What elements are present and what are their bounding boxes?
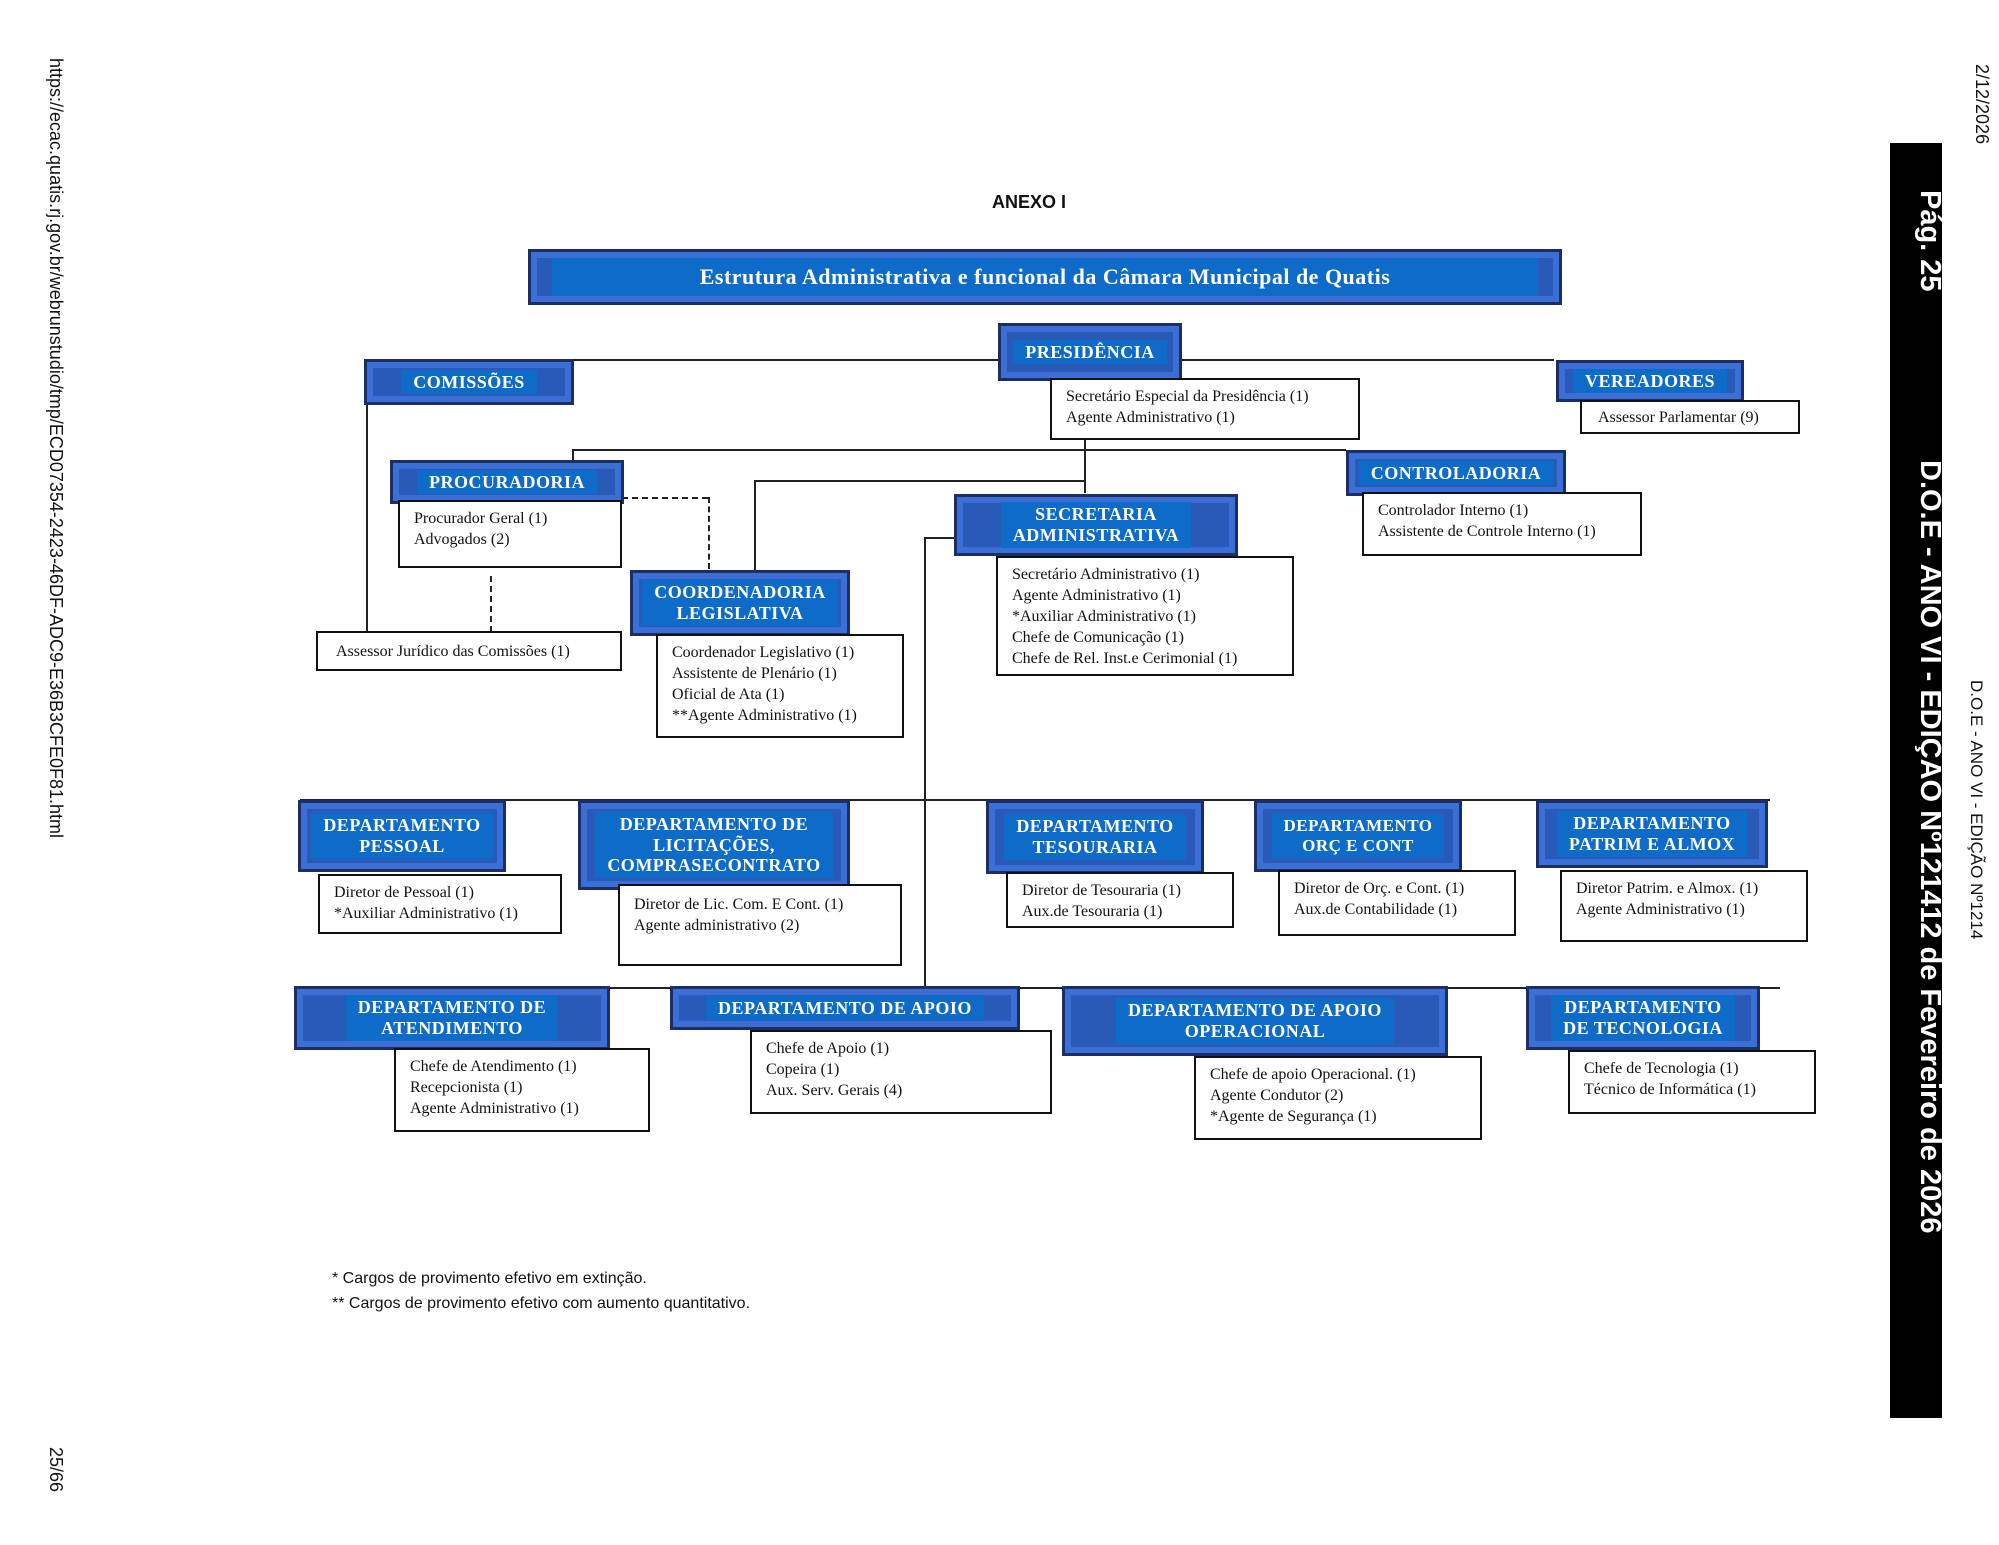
connector — [572, 449, 1346, 451]
side-bar-page: Pág. 25 — [1914, 190, 1946, 292]
unit-dep-atendimento-staff: Chefe de Atendimento (1) Recepcionista (… — [394, 1048, 650, 1132]
chart-title: Estrutura Administrativa e funcional da … — [528, 249, 1562, 305]
unit-dep-licitacoes-staff: Diretor de Lic. Com. E Cont. (1) Agente … — [618, 884, 902, 966]
unit-dep-licitacoes-header: DEPARTAMENTO DE LICITAÇÕES, COMPRASECONT… — [578, 800, 850, 890]
side-edition-small: D.O.E - ANO VI - EDIÇÃO Nº1214 — [1967, 680, 1986, 940]
page-date: 2/12/2026 — [1972, 64, 1992, 145]
unit-controladoria-header: CONTROLADORIA — [1346, 450, 1566, 496]
unit-presidencia-staff: Secretário Especial da Presidência (1) A… — [1050, 378, 1360, 440]
unit-procuradoria-staff: Procurador Geral (1) Advogados (2) — [398, 500, 622, 568]
connector — [572, 449, 574, 463]
unit-title: PROCURADORIA — [417, 469, 597, 495]
connector — [924, 537, 926, 987]
unit-dep-apoio-op-staff: Chefe de apoio Operacional. (1) Agente C… — [1194, 1056, 1482, 1140]
chart-title-text: Estrutura Administrativa e funcional da … — [551, 258, 1539, 296]
unit-dep-apoio-header: DEPARTAMENTO DE APOIO — [670, 986, 1020, 1030]
unit-vereadores-staff: Assessor Parlamentar (9) — [1580, 400, 1800, 434]
unit-title: DEPARTAMENTO DE ATENDIMENTO — [345, 995, 559, 1041]
side-bar-title: D.O.E - ANO VI - EDIÇÃO Nº121412 de Feve… — [1914, 460, 1946, 1234]
side-edition-bar — [1890, 143, 1942, 1418]
unit-dep-apoio-staff: Chefe de Apoio (1) Copeira (1) Aux. Serv… — [750, 1030, 1052, 1114]
connector — [1178, 359, 1554, 361]
unit-secretaria-staff: Secretário Administrativo (1) Agente Adm… — [996, 556, 1294, 676]
dashed-connector — [490, 576, 492, 632]
unit-coordenadoria-header: COORDENADORIA LEGISLATIVA — [630, 570, 850, 636]
unit-title: DEPARTAMENTO DE APOIO — [706, 995, 984, 1021]
unit-title: PRESIDÊNCIA — [1013, 339, 1167, 365]
unit-dep-tecnologia-header: DEPARTAMENTO DE TECNOLOGIA — [1526, 986, 1760, 1050]
footnote-one: * Cargos de provimento efetivo em extinç… — [332, 1270, 647, 1287]
connector — [924, 537, 954, 539]
unit-title: VEREADORES — [1572, 368, 1728, 394]
connector — [754, 480, 1086, 482]
dashed-connector — [708, 497, 710, 569]
unit-dep-tecnologia-staff: Chefe de Tecnologia (1) Técnico de Infor… — [1568, 1050, 1816, 1114]
unit-title: DEPARTAMENTO ORÇ E CONT — [1271, 814, 1445, 858]
unit-title: DEPARTAMENTO DE TECNOLOGIA — [1551, 995, 1735, 1041]
unit-title: CONTROLADORIA — [1358, 460, 1554, 486]
unit-comissoes-header: COMISSÕES — [364, 359, 574, 405]
unit-secretaria-header: SECRETARIA ADMINISTRATIVA — [954, 494, 1238, 556]
connector — [1084, 439, 1086, 493]
unit-dep-pessoal-staff: Diretor de Pessoal (1) *Auxiliar Adminis… — [318, 874, 562, 934]
unit-title: COMISSÕES — [401, 369, 537, 395]
unit-comissoes-staff: Assessor Jurídico das Comissões (1) — [316, 631, 622, 671]
unit-vereadores-header: VEREADORES — [1556, 360, 1744, 402]
unit-title: DEPARTAMENTO DE LICITAÇÕES, COMPRASECONT… — [595, 811, 833, 879]
unit-dep-tesouraria-header: DEPARTAMENTO TESOURARIA — [986, 800, 1204, 874]
unit-dep-atendimento-header: DEPARTAMENTO DE ATENDIMENTO — [294, 986, 610, 1050]
unit-title: DEPARTAMENTO PATRIM E ALMOX — [1556, 811, 1748, 857]
unit-dep-patrim-staff: Diretor Patrim. e Almox. (1) Agente Admi… — [1560, 870, 1808, 942]
page-url: https://ecac.quatis.rj.gov.br/webrunstud… — [46, 58, 66, 839]
unit-dep-patrim-header: DEPARTAMENTO PATRIM E ALMOX — [1536, 800, 1768, 868]
unit-dep-orc-header: DEPARTAMENTO ORÇ E CONT — [1254, 800, 1462, 872]
page-counter: 25/66 — [46, 1447, 66, 1493]
unit-procuradoria-header: PROCURADORIA — [390, 460, 624, 504]
unit-coordenadoria-staff: Coordenador Legislativo (1) Assistente d… — [656, 634, 904, 738]
unit-controladoria-staff: Controlador Interno (1) Assistente de Co… — [1362, 492, 1642, 556]
unit-dep-apoio-op-header: DEPARTAMENTO DE APOIO OPERACIONAL — [1062, 986, 1448, 1056]
unit-title: COORDENADORIA LEGISLATIVA — [642, 580, 838, 626]
unit-presidencia-header: PRESIDÊNCIA — [998, 323, 1182, 381]
unit-title: DEPARTAMENTO PESSOAL — [311, 813, 493, 859]
annex-label: ANEXO I — [992, 192, 1067, 212]
connector — [366, 359, 368, 631]
unit-title: DEPARTAMENTO DE APOIO OPERACIONAL — [1116, 998, 1394, 1044]
unit-dep-pessoal-header: DEPARTAMENTO PESSOAL — [298, 800, 506, 872]
connector — [366, 359, 998, 361]
unit-title: DEPARTAMENTO TESOURARIA — [1004, 814, 1186, 860]
unit-dep-orc-staff: Diretor de Orç. e Cont. (1) Aux.de Conta… — [1278, 870, 1516, 936]
footnote-two: ** Cargos de provimento efetivo com aume… — [332, 1295, 751, 1312]
dashed-connector — [622, 497, 708, 499]
unit-dep-tesouraria-staff: Diretor de Tesouraria (1) Aux.de Tesoura… — [1006, 872, 1234, 928]
unit-title: SECRETARIA ADMINISTRATIVA — [1000, 502, 1192, 548]
connector — [754, 480, 756, 634]
